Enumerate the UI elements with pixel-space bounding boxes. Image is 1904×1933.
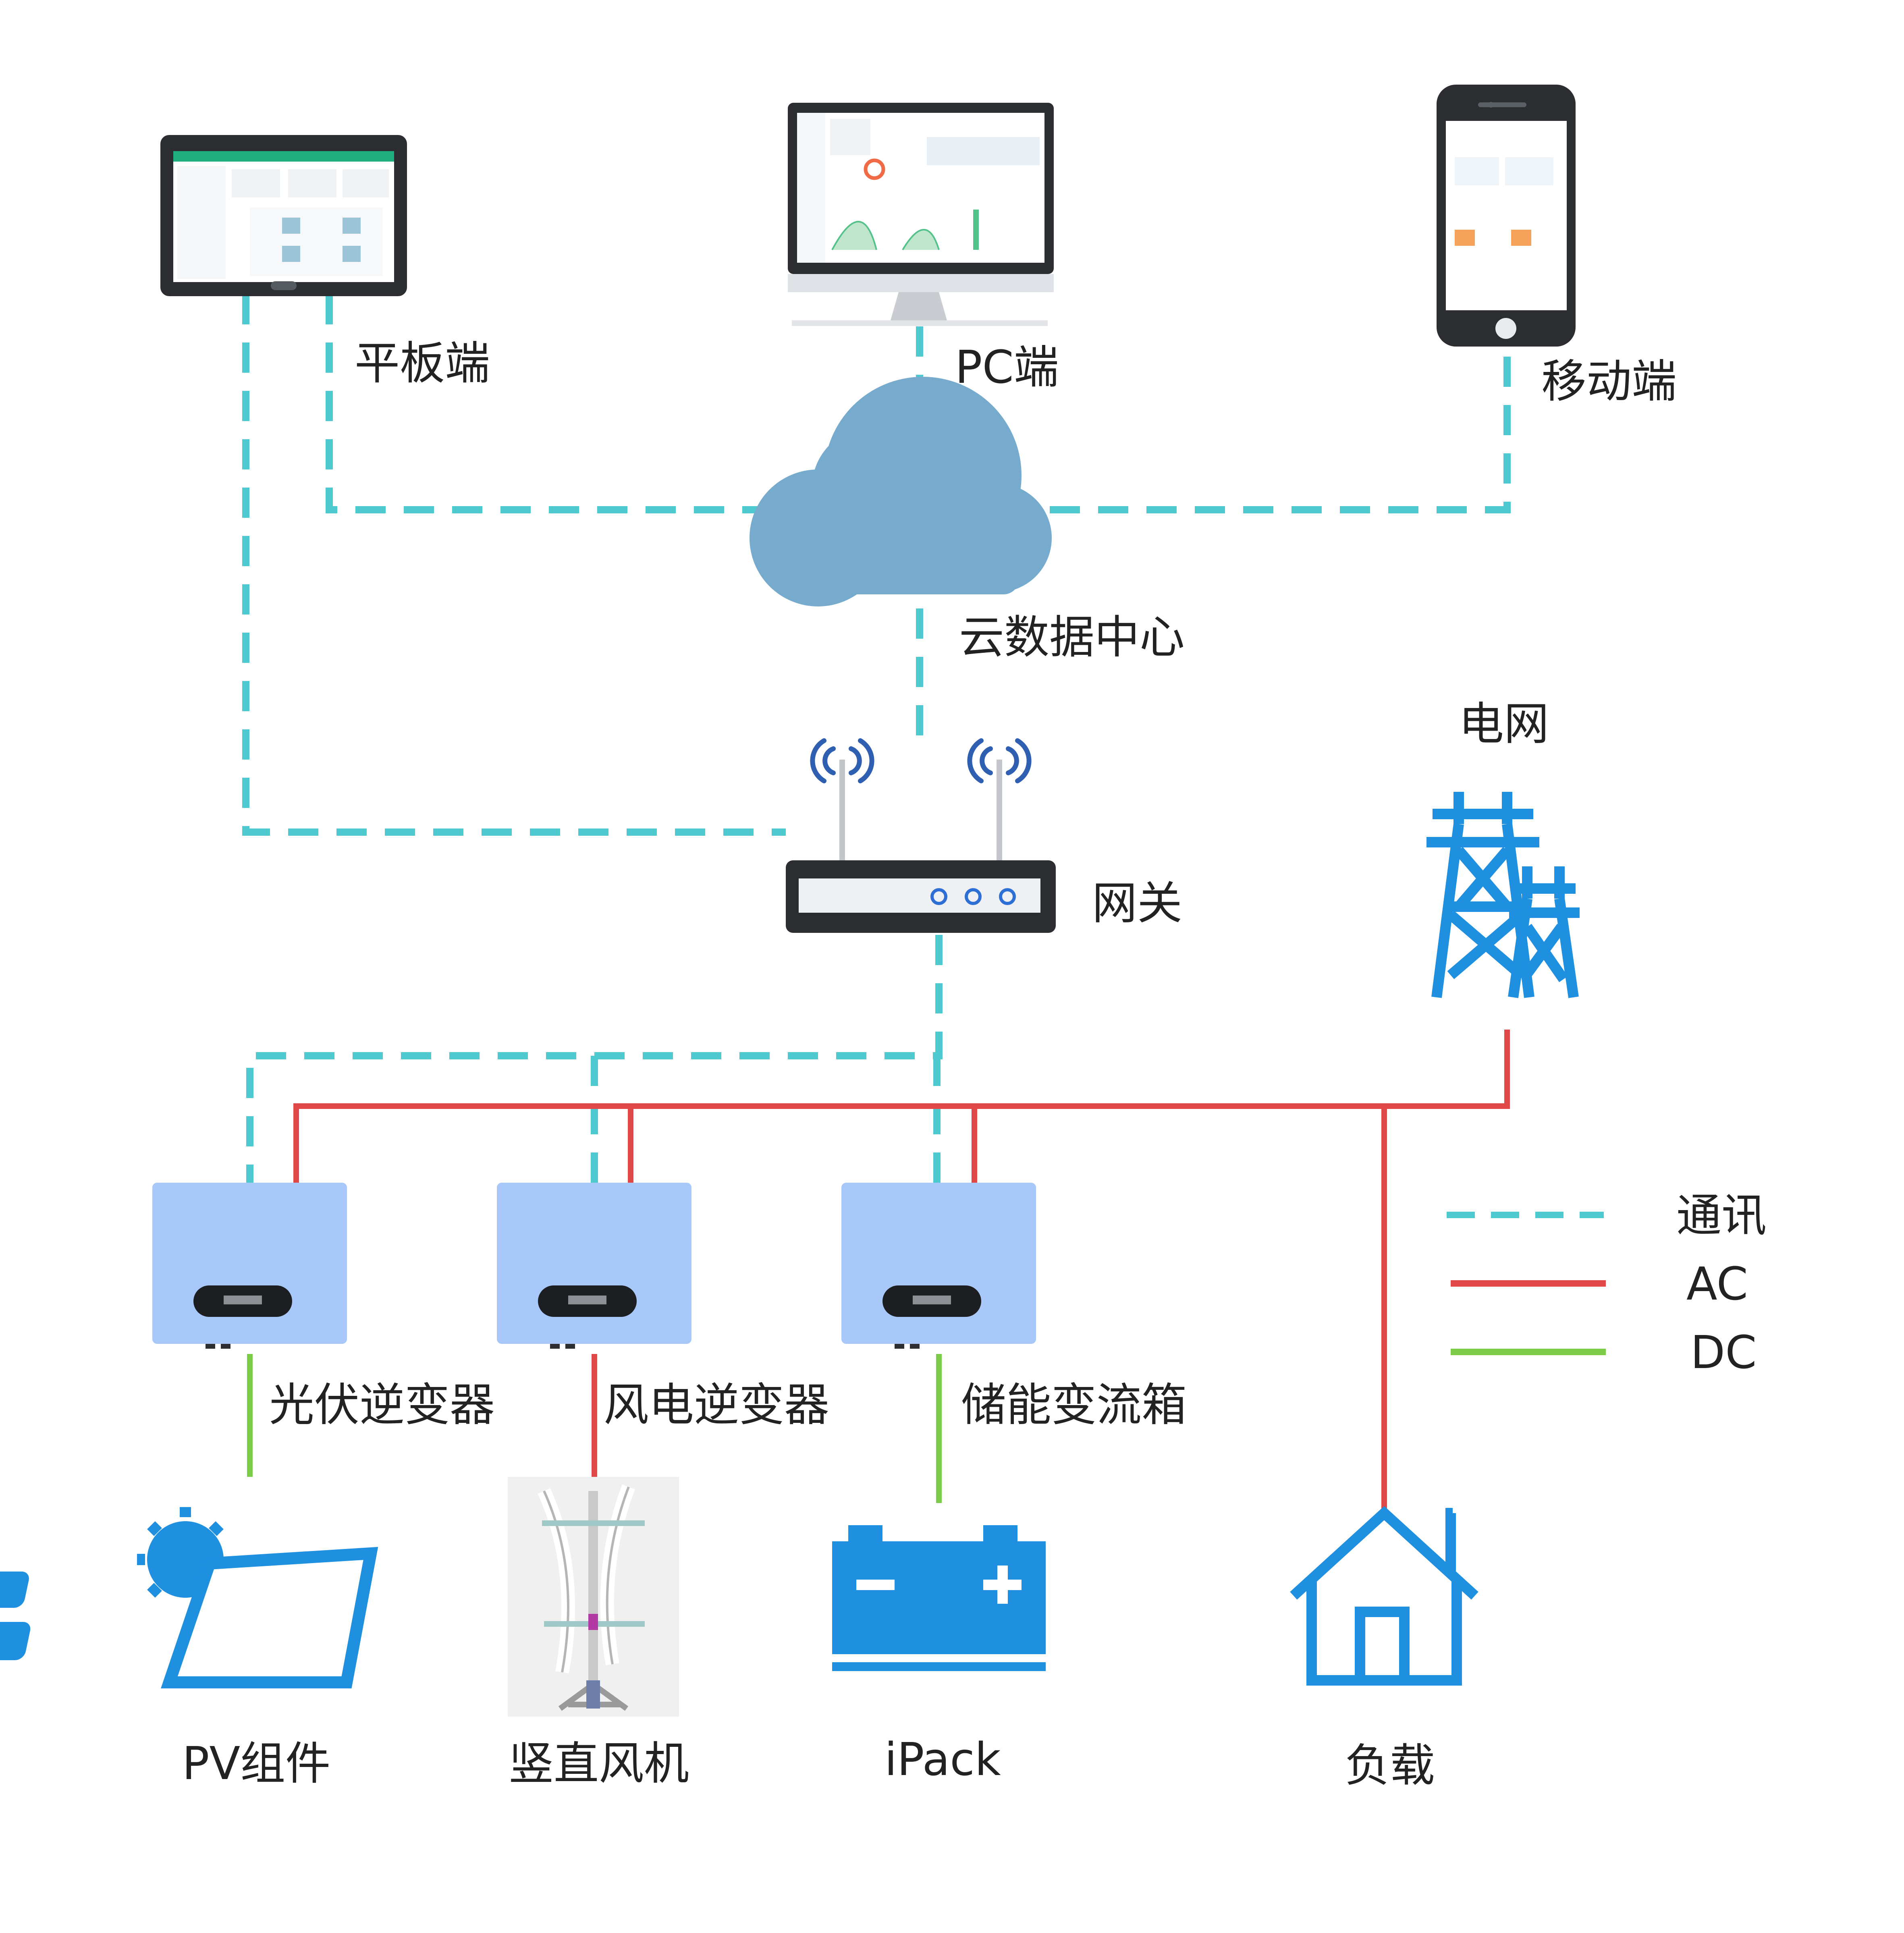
ac-lines — [293, 1030, 1510, 1509]
comm-line-cloud-mobile — [1050, 351, 1511, 513]
house-icon — [1290, 1506, 1478, 1686]
inverter-pv — [152, 1183, 347, 1349]
comm-line-tablet-cloud — [326, 294, 800, 513]
inverter-storage — [841, 1183, 1036, 1349]
solar-panel-icon — [0, 1507, 378, 1688]
tablet-icon — [160, 135, 407, 296]
pc-label: PC端 — [955, 341, 1059, 394]
legend-dc-label: DC — [1690, 1327, 1757, 1379]
pv-inverter-label: 光伏逆变器 — [269, 1379, 495, 1431]
router-icon — [786, 738, 1056, 933]
vertical-turbine-label: 竖直风机 — [509, 1738, 689, 1790]
mobile-label: 移动端 — [1541, 355, 1677, 408]
comm-line-tablet-gateway — [242, 294, 786, 836]
legend-comm-label: 通讯 — [1676, 1190, 1767, 1242]
wind-inverter-label: 风电逆变器 — [604, 1379, 829, 1431]
ipack-label: iPack — [885, 1734, 1001, 1786]
smartphone-icon — [1437, 85, 1576, 347]
pv-module-label: PV组件 — [182, 1738, 330, 1790]
grid-label: 电网 — [1459, 698, 1549, 750]
inverter-wind — [497, 1183, 691, 1349]
storage-pcs-label: 储能变流箱 — [961, 1379, 1187, 1431]
load-label: 负载 — [1345, 1740, 1435, 1792]
gateway-label: 网关 — [1092, 877, 1182, 930]
battery-icon — [832, 1525, 1046, 1671]
power-tower-icon — [1426, 792, 1580, 998]
vertical-wind-turbine-icon — [508, 1477, 679, 1717]
cloud-label: 云数据中心 — [959, 611, 1185, 664]
ac-line-grid-bus — [293, 1030, 1510, 1183]
legend: 通讯 AC DC — [1447, 1190, 1767, 1379]
monitor-icon — [788, 103, 1054, 326]
tablet-label: 平板端 — [355, 337, 490, 390]
dc-lines — [247, 1354, 942, 1503]
cloud-icon — [750, 377, 1052, 606]
legend-ac-label: AC — [1686, 1258, 1748, 1310]
comm-lines — [242, 294, 1511, 1183]
